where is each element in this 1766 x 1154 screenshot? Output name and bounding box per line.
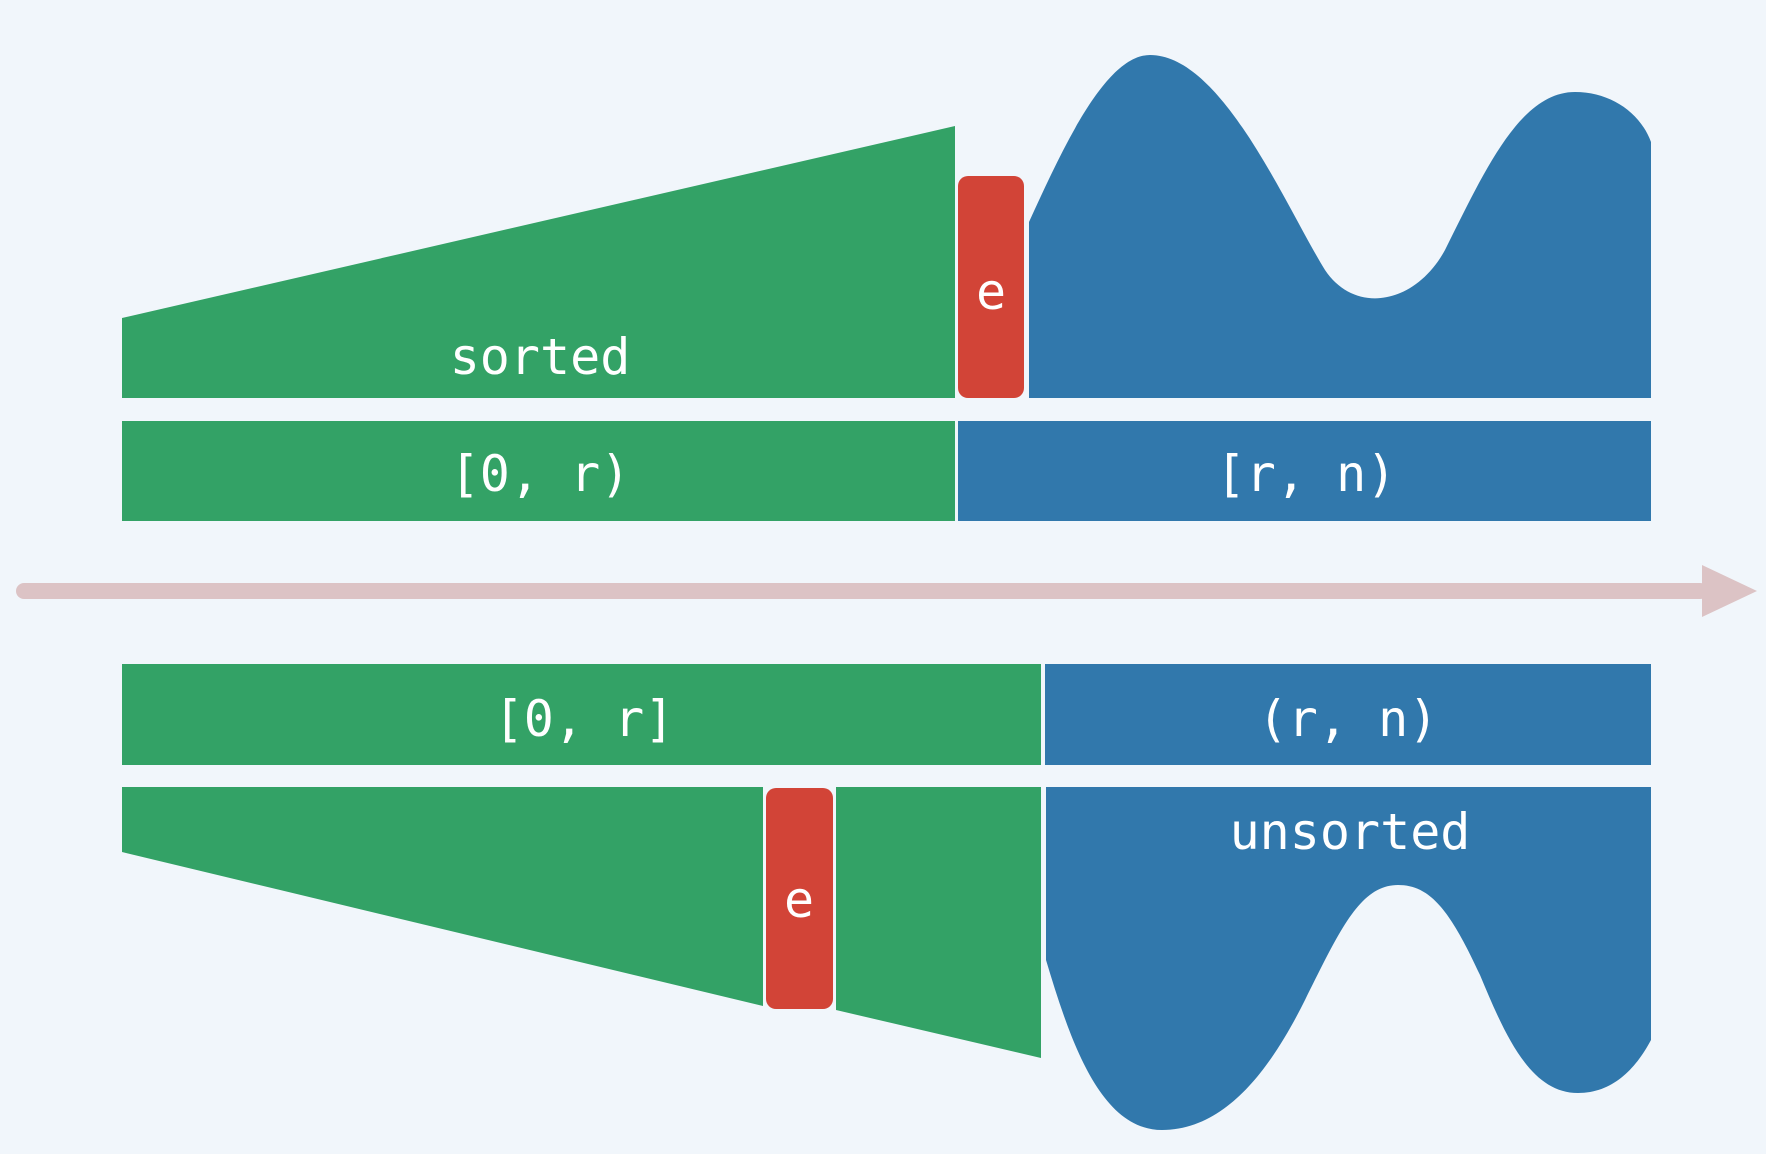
after-unsorted-label: unsorted xyxy=(1230,803,1471,861)
after-unsorted-range-label: (r, n) xyxy=(1258,690,1439,748)
after-element-block xyxy=(766,788,833,1009)
transition-arrow xyxy=(16,565,1757,617)
before-step: sorted e [0, r) [r, n) xyxy=(122,55,1651,521)
before-sorted-range-label: [0, r) xyxy=(450,445,631,503)
after-step: [0, r] (r, n) e unsorted xyxy=(122,664,1651,1130)
after-sorted-range-label: [0, r] xyxy=(494,690,675,748)
after-sorted-shape-right xyxy=(836,787,1041,1058)
before-sorted-range-bar xyxy=(122,421,955,521)
after-sorted-range-bar xyxy=(122,664,1041,765)
after-element-label: e xyxy=(784,871,814,929)
before-unsorted-shape xyxy=(1029,55,1651,398)
after-unsorted-range-bar xyxy=(1045,664,1651,765)
before-element-block xyxy=(958,176,1024,398)
after-unsorted-shape xyxy=(1046,787,1651,1130)
before-unsorted-range-bar xyxy=(958,421,1651,521)
before-sorted-label: sorted xyxy=(450,328,631,386)
before-sorted-shape xyxy=(122,126,955,398)
before-element-label: e xyxy=(976,263,1006,321)
before-unsorted-range-label: [r, n) xyxy=(1216,445,1397,503)
after-sorted-shape-left xyxy=(122,787,763,1006)
